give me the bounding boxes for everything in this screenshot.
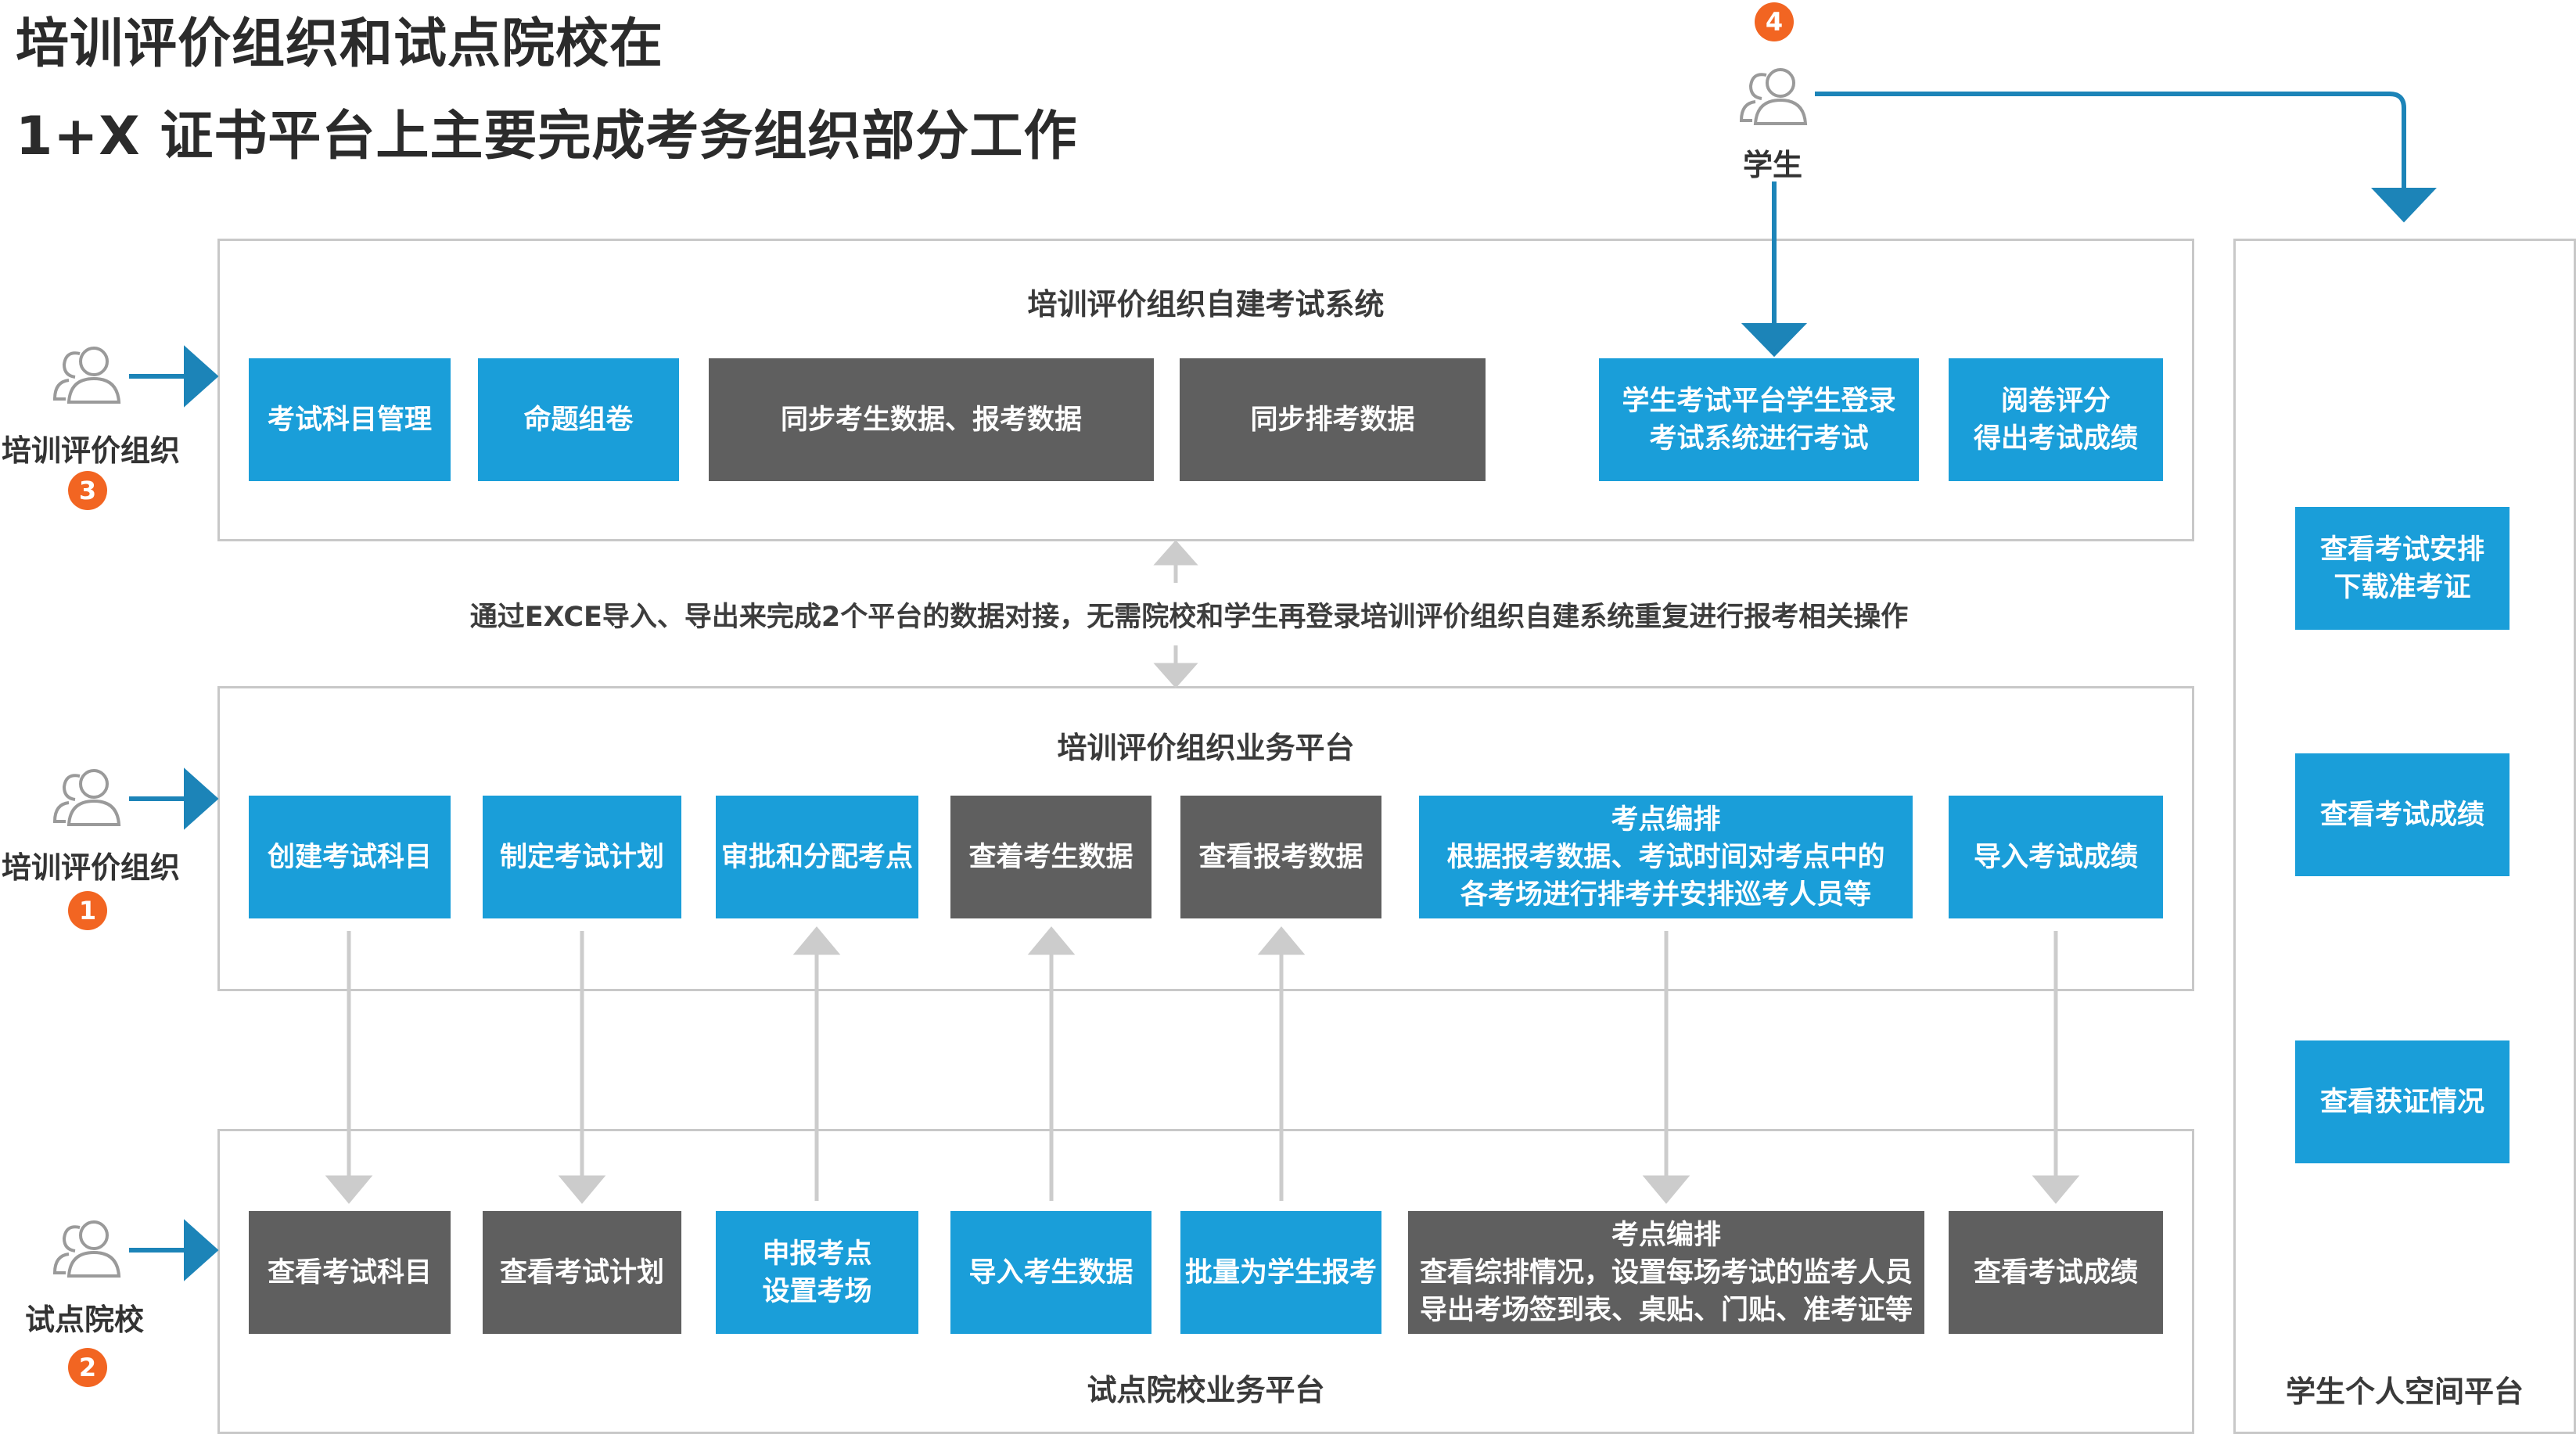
box-text: 批量为学生报考	[1184, 1256, 1377, 1288]
middle-platform-title: 培训评价组织业务平台	[1057, 731, 1355, 765]
student-platform-title: 学生个人空间平台	[2285, 1375, 2524, 1409]
box-text: 考点编排	[1611, 1219, 1721, 1251]
box-sync-student-data: 同步考生数据、报考数据	[709, 358, 1154, 481]
box-text: 同步排考数据	[1250, 404, 1415, 436]
box-text: 查看考试计划	[499, 1256, 664, 1288]
box-import-scores: 导入考试成绩	[1949, 796, 2163, 918]
box-text: 学生考试平台学生登录	[1622, 385, 1896, 417]
box-apply-site: 申报考点 设置考场	[716, 1211, 918, 1334]
box-text: 根据报考数据、考试时间对考点中的	[1446, 841, 1885, 873]
arrow-head-student-exam	[1741, 323, 1808, 358]
arrow-head-students	[1027, 926, 1076, 955]
arrow-head-org-mid	[184, 767, 219, 830]
actor-label-student: 学生	[1743, 148, 1803, 182]
arrow-head-sync-down	[1153, 663, 1198, 688]
box-text: 命题组卷	[523, 404, 634, 436]
arrow-head-create-subject	[325, 1175, 373, 1204]
arrow-head-register	[1257, 926, 1306, 955]
box-text: 得出考试成绩	[1973, 422, 2138, 455]
box-view-exam-subject: 查看考试科目	[249, 1211, 451, 1334]
box-create-exam-subject: 创建考试科目	[249, 796, 451, 918]
box-student-login-exam: 学生考试平台学生登录 考试系统进行考试	[1599, 358, 1919, 481]
step-badge-4: 4	[1755, 2, 1794, 41]
actor-label-org-top: 培训评价组织	[2, 433, 181, 468]
arrow-head-score	[2032, 1175, 2080, 1204]
box-sync-schedule-data: 同步排考数据	[1180, 358, 1486, 481]
top-platform-title: 培训评价组织自建考试系统	[1027, 287, 1385, 322]
box-view-exam-scores: 查看考试成绩	[2295, 753, 2510, 876]
box-approve-sites: 审批和分配考点	[716, 796, 918, 918]
box-text: 查看获证情况	[2319, 1086, 2484, 1118]
box-text: 查看考试成绩	[1973, 1256, 2138, 1288]
box-text: 申报考点	[762, 1238, 872, 1270]
step-badge-3: 3	[68, 471, 107, 510]
box-view-candidate-data: 查着考生数据	[950, 796, 1151, 918]
arrow-head-org-top	[184, 345, 219, 408]
bottom-platform-title: 试点院校业务平台	[1087, 1373, 1325, 1407]
box-text: 查看考试安排	[2319, 534, 2484, 566]
box-text: 查看考试科目	[267, 1256, 432, 1288]
person-group-icon	[52, 1220, 121, 1278]
box-text: 查看考试成绩	[2319, 799, 2484, 831]
box-view-registration-data: 查看报考数据	[1180, 796, 1381, 918]
arrow-head-student-space	[2371, 188, 2437, 223]
arrow-head-school	[184, 1219, 219, 1281]
box-text: 设置考场	[762, 1275, 872, 1307]
data-exchange-note: 通过EXCE导入、导出来完成2个平台的数据对接，无需院校和学生再登录培训评价组织…	[469, 602, 1909, 633]
box-text: 导出考场签到表、桌贴、门贴、准考证等	[1419, 1294, 1913, 1326]
box-text: 查看报考数据	[1198, 841, 1363, 873]
box-text: 各考场进行排考并安排巡考人员等	[1460, 879, 1871, 911]
box-text: 阅卷评分	[2000, 385, 2111, 417]
box-text: 下载准考证	[2333, 571, 2471, 603]
box-text: 查看综排情况，设置每场考试的监考人员	[1419, 1256, 1913, 1288]
box-make-exam-plan: 制定考试计划	[483, 796, 681, 918]
box-compose-paper: 命题组卷	[478, 358, 679, 481]
box-text: 创建考试科目	[267, 841, 432, 873]
box-site-arrangement-org: 考点编排 根据报考数据、考试时间对考点中的 各考场进行排考并安排巡考人员等	[1419, 796, 1913, 918]
arrow-head-site	[792, 926, 841, 955]
box-site-arrangement-school: 考点编排 查看综排情况，设置每场考试的监考人员 导出考场签到表、桌贴、门贴、准考…	[1408, 1211, 1924, 1334]
actor-label-school: 试点院校	[25, 1303, 145, 1337]
arrow-head-sync-up	[1153, 540, 1198, 566]
box-text: 制定考试计划	[499, 841, 664, 873]
box-text: 审批和分配考点	[720, 841, 913, 873]
box-grading: 阅卷评分 得出考试成绩	[1949, 358, 2163, 481]
box-text: 考试系统进行考试	[1649, 422, 1869, 455]
box-text: 考试科目管理	[267, 404, 432, 436]
box-text: 导入考试成绩	[1973, 841, 2138, 873]
box-text: 导入考生数据	[968, 1256, 1134, 1288]
diagram-title-line1: 培训评价组织和试点院校在	[16, 13, 664, 75]
box-view-exam-schedule: 查看考试安排 下载准考证	[2295, 507, 2510, 630]
person-group-icon	[1739, 68, 1808, 125]
person-group-icon	[52, 347, 121, 404]
box-text: 考点编排	[1611, 803, 1721, 836]
box-batch-register: 批量为学生报考	[1180, 1211, 1381, 1334]
person-group-icon	[52, 769, 121, 826]
arrow-head-arrange	[1642, 1175, 1690, 1204]
box-import-candidates: 导入考生数据	[950, 1211, 1151, 1334]
diagram-title-line2: 1+X 证书平台上主要完成考务组织部分工作	[16, 106, 1078, 167]
step-badge-1: 1	[68, 891, 107, 930]
actor-label-org-mid: 培训评价组织	[2, 850, 181, 885]
box-view-exam-plan: 查看考试计划	[483, 1211, 681, 1334]
box-exam-subject-management: 考试科目管理	[249, 358, 451, 481]
arrow-head-plan	[558, 1175, 606, 1204]
arrow-line-student-space	[1815, 92, 2406, 192]
box-text: 同步考生数据、报考数据	[780, 404, 1082, 436]
box-view-certificates: 查看获证情况	[2295, 1040, 2510, 1163]
box-view-scores: 查看考试成绩	[1949, 1211, 2163, 1334]
box-text: 查着考生数据	[968, 841, 1134, 873]
step-badge-2: 2	[68, 1348, 107, 1387]
